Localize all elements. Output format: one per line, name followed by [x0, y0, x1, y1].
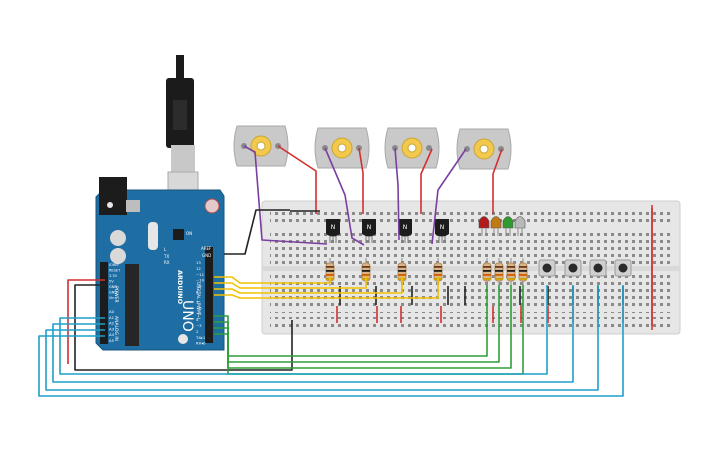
digital-pin-label: ~9: [196, 284, 202, 289]
motor-collector-wire[interactable]: [394, 147, 400, 241]
on-label: ON: [186, 231, 192, 236]
led-orange[interactable]: [490, 216, 502, 237]
resistor[interactable]: [506, 258, 516, 286]
digital-pin-label: ~3: [196, 323, 202, 328]
power-analog-header: [100, 262, 108, 344]
digital-pin-label: 7: [196, 299, 199, 304]
gnd-label: GND: [202, 253, 211, 258]
button-signal-wire[interactable]: [59, 285, 548, 375]
power-jack: [99, 177, 127, 215]
wires: [38, 145, 653, 397]
arduino-uno-board[interactable]: ARDUINO UNO POWER ANALOG IN DIGITAL (PWM…: [95, 177, 225, 351]
power-pin-label: RESET: [109, 269, 121, 273]
gnd-wire[interactable]: [224, 209, 290, 255]
digital-pin-label: ~5: [196, 311, 202, 316]
motor-collector-wire[interactable]: [324, 147, 365, 246]
power-pin-label: 3.3V: [109, 274, 118, 278]
rx-label: RX: [164, 260, 170, 265]
motor-collector-wire[interactable]: [243, 145, 328, 245]
l-label: L: [164, 247, 167, 252]
digital-pin-label: 8: [196, 290, 199, 295]
motor-signal-wire[interactable]: [214, 276, 367, 289]
power-header-label: POWER: [113, 286, 119, 303]
motor-signal-wire[interactable]: [214, 276, 439, 299]
push-button[interactable]: [538, 259, 556, 277]
push-button[interactable]: [589, 259, 607, 277]
motor-signal-wire[interactable]: [214, 276, 331, 284]
transistor-label: N: [331, 224, 336, 231]
button-signal-wire[interactable]: [52, 285, 574, 383]
digital-pin-label: 13: [196, 260, 201, 265]
power-pin-label: GND: [109, 285, 117, 289]
dc-motor[interactable]: [233, 125, 289, 167]
push-button[interactable]: [614, 259, 632, 277]
npn-transistor[interactable]: N: [398, 219, 412, 243]
motor-power-wire[interactable]: [492, 148, 503, 214]
digital-pin-label: 12: [196, 266, 201, 271]
led-green[interactable]: [502, 216, 514, 237]
motor-collector-wire[interactable]: [431, 148, 467, 245]
motor-power-wire[interactable]: [420, 148, 433, 214]
resistors: [325, 258, 528, 286]
led-red[interactable]: [478, 216, 490, 237]
analog-pin-label: A0: [109, 309, 115, 314]
transistor-label: N: [440, 224, 445, 231]
dc-motor[interactable]: [384, 127, 440, 169]
resistor[interactable]: [482, 258, 492, 286]
uno-label: UNO: [179, 300, 195, 332]
resistor[interactable]: [518, 258, 528, 286]
transistor-label: N: [403, 224, 408, 231]
analog-header-label: ANALOG IN: [113, 316, 119, 341]
power-pin-label: Vin: [109, 296, 115, 300]
digital-pin-label: ~11: [196, 272, 205, 277]
gnd-wire-bottom[interactable]: [74, 284, 293, 371]
digital-pin-label: TX▸1: [195, 335, 206, 340]
resistor[interactable]: [494, 258, 504, 286]
led-white[interactable]: [514, 216, 526, 237]
analog-pin-label: A1: [109, 315, 115, 320]
leds: [478, 216, 526, 237]
power-pin-label: 5V: [109, 280, 114, 284]
digital-pin-label: 4: [196, 317, 199, 322]
analog-pin-label: A5: [109, 338, 115, 343]
digital-header: [205, 247, 213, 343]
npn-transistor[interactable]: N: [435, 219, 449, 243]
dc-motors: [233, 125, 512, 170]
npn-transistor[interactable]: N: [362, 219, 376, 243]
push-button[interactable]: [564, 259, 582, 277]
motor-signal-wire[interactable]: [214, 276, 403, 294]
motor-power-wire[interactable]: [277, 145, 317, 214]
power-pin-label: IOREF: [109, 263, 119, 267]
digital-pin-label: ~10: [196, 278, 205, 283]
push-buttons: [538, 259, 632, 277]
analog-pin-label: A4: [109, 332, 115, 337]
motor-power-wire[interactable]: [358, 147, 364, 214]
dc-motor[interactable]: [456, 128, 512, 170]
digital-header-label: DIGITAL (PWM~): [195, 282, 201, 320]
reset-button[interactable]: [204, 198, 220, 214]
digital-pin-label: ~6: [196, 305, 202, 310]
transistor-label: N: [367, 224, 372, 231]
analog-pin-label: A2: [109, 321, 115, 326]
npn-transistor[interactable]: N: [326, 219, 340, 243]
digital-pin-label: RX◂0: [196, 341, 206, 346]
tx-label: TX: [163, 254, 169, 259]
power-pin-label: GND: [109, 291, 117, 295]
analog-pin-label: A3: [109, 326, 115, 331]
aref-label: AREF: [201, 246, 212, 251]
arduino-logo: ARDUINO: [176, 270, 184, 305]
digital-pin-label: 2: [196, 329, 199, 334]
atmega-chip: [125, 264, 139, 346]
button-signal-wire[interactable]: [38, 285, 624, 397]
button-signal-wire[interactable]: [45, 285, 599, 391]
usb-cable: [166, 55, 199, 213]
